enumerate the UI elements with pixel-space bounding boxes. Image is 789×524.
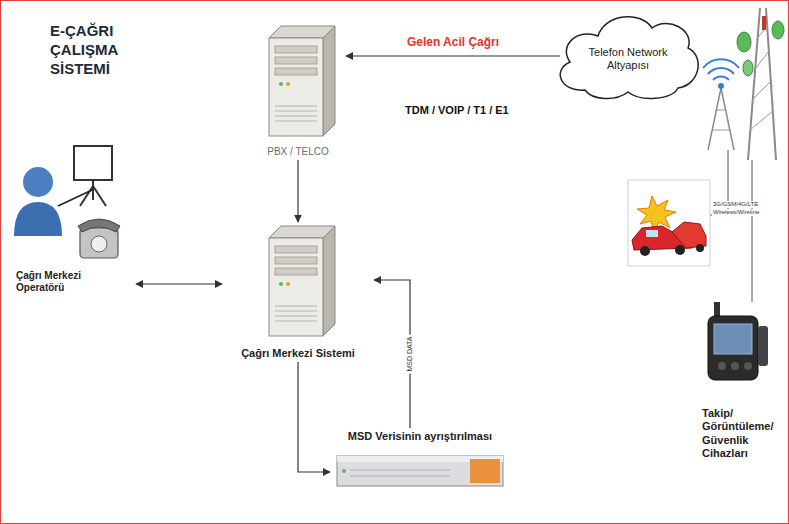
edge-label: MSD DATA: [405, 334, 415, 373]
cell-towers-part: [715, 110, 727, 111]
cell-towers-part: [708, 88, 721, 150]
connector-arrow: [298, 362, 330, 472]
msd-rack-unit-part: [350, 476, 450, 477]
msd-rack-unit-part: [350, 470, 450, 471]
cell-towers-part: [712, 130, 730, 131]
operator-figure: [14, 146, 120, 258]
tracking-device-part: [714, 324, 752, 354]
operator-figure-part: [74, 146, 112, 180]
cell-towers-part: [752, 160, 753, 302]
node-label: Çağrı Merkezi Sistemi: [241, 347, 355, 360]
tracking-device-part: [758, 326, 768, 366]
pbx-server: [269, 26, 335, 136]
node-label: Telefon Network Altyapısı: [588, 46, 668, 72]
car-crash-picture-part: [696, 244, 704, 252]
operator-figure-part: [91, 236, 107, 252]
cell-towers-part: [708, 68, 734, 74]
cell-towers-part: [713, 77, 729, 80]
operator-figure-part: [92, 180, 94, 200]
cell-towers-part: [750, 110, 774, 130]
node-label: Takip/ Görüntüleme/ Güvenlik Cihazları: [702, 407, 782, 460]
car-crash-picture-part: [675, 245, 685, 255]
operator-figure-part: [58, 190, 92, 206]
operator-figure-part: [78, 219, 120, 232]
call-center-server-part: [269, 226, 335, 336]
cell-towers-part: [721, 88, 734, 150]
call-center-node: Çağrı Merkezi Sistemi: [222, 222, 374, 362]
operator-figure-part: [14, 202, 62, 236]
connector-arrow: [297, 160, 298, 222]
msd-rack-unit: [337, 456, 503, 486]
wireline-label: Wireless/Wireline: [712, 209, 760, 216]
network-cloud-part: [560, 17, 698, 99]
car-crash-picture-part: [672, 222, 706, 248]
tracking-device: [708, 302, 768, 380]
connector-arrow: [136, 283, 222, 284]
node-label: MSD Verisinin ayrıştırılması: [348, 430, 492, 443]
operator-figure-part: [80, 186, 93, 206]
cell-towers-part: [737, 32, 751, 52]
car-crash-picture-part: [628, 180, 710, 266]
link-types-label: TDM / VOIP / T1 / E1: [405, 104, 509, 117]
radio-label: 3G/GSM/4G/LTE: [712, 201, 759, 208]
tracking-device-part: [718, 362, 726, 370]
car-crash-picture-part: [640, 246, 650, 256]
operator-figure-part: [80, 228, 118, 258]
edge-label: Gelen Acil Çağrı: [407, 36, 499, 50]
cell-towers-part: [743, 60, 753, 76]
operator-figure-part: [93, 186, 106, 206]
cell-towers-part: [748, 8, 760, 160]
cell-towers-part: [772, 21, 784, 39]
pbx-server-node: PBX / TELCO: [250, 24, 346, 160]
node-label: Çağrı Merkezi Operatörü: [16, 270, 92, 294]
cell-towers: [703, 8, 784, 302]
network-cloud-node: Telefon Network Altyapısı: [556, 10, 700, 102]
tracking-device-node: Takip/ Görüntüleme/ Güvenlik Cihazları: [698, 300, 784, 462]
diagram-title: E-ÇAĞRI ÇALIŞMA SİSTEMİ: [50, 22, 150, 78]
msd-parser-node: MSD Verisinin ayrıştırılması: [330, 428, 510, 494]
pbx-server-part: [269, 26, 335, 136]
cell-towers-part: [752, 80, 772, 100]
car-crash-picture-part: [646, 230, 658, 237]
node-label: PBX / TELCO: [267, 146, 329, 158]
cell-towers-part: [754, 50, 770, 70]
msd-rack-unit-part: [337, 456, 503, 486]
cell-towers-part: [718, 83, 724, 89]
tracking-device-part: [731, 362, 739, 370]
tracking-device-part: [744, 362, 752, 370]
msd-rack-unit-part: [342, 469, 346, 473]
tracking-device-part: [708, 316, 758, 380]
operator-node: Çağrı Merkezi Operatörü: [10, 148, 136, 296]
network-cloud: [560, 17, 698, 99]
cell-towers-part: [703, 59, 739, 68]
operator-figure-part: [23, 167, 53, 197]
car-crash-picture: [628, 180, 710, 266]
connector-arrow: [346, 55, 560, 56]
call-center-server: [269, 226, 335, 336]
msd-rack-unit-part: [470, 459, 500, 483]
cell-towers-part: [762, 16, 766, 30]
